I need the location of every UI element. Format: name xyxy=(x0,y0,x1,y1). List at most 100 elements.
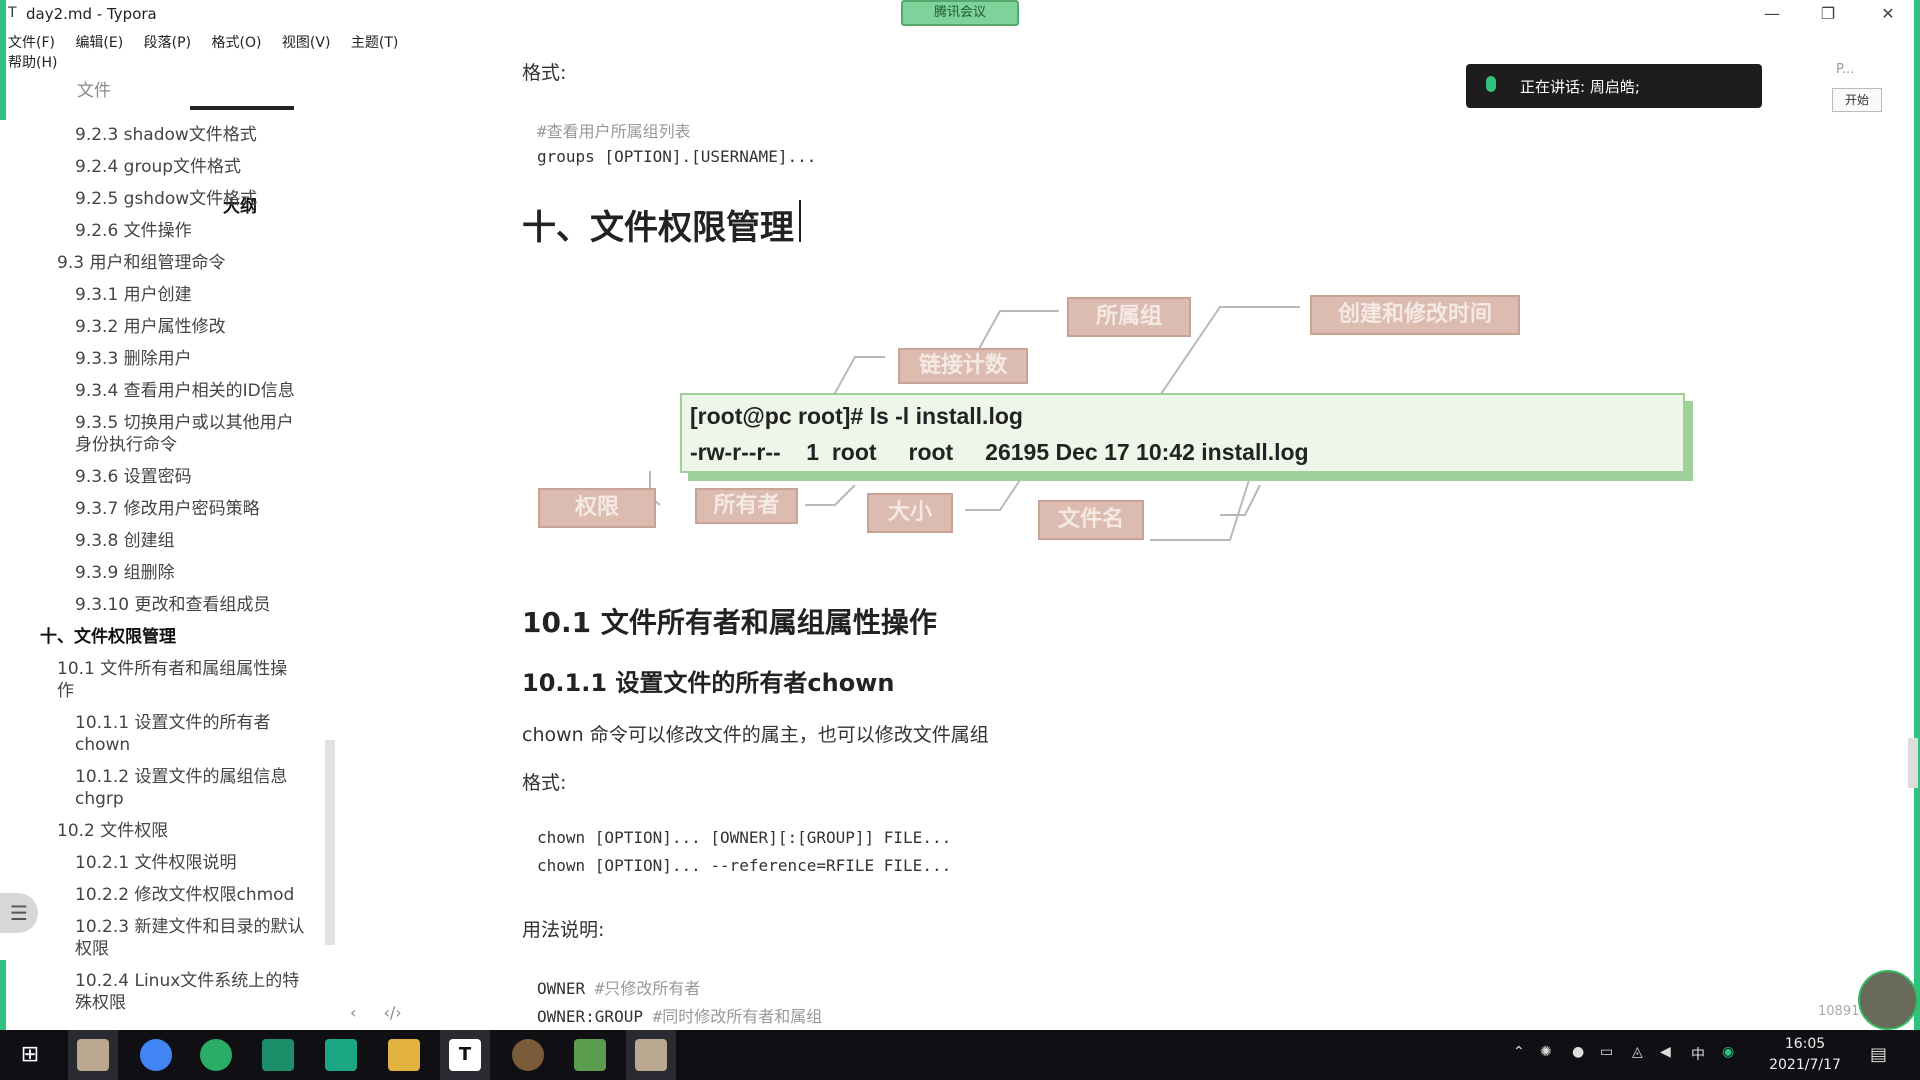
label-size: 大小 xyxy=(867,493,953,533)
paragraph: chown 命令可以修改文件的属主，也可以修改文件属组 xyxy=(522,724,989,746)
outline-item[interactable]: 9.2.3 shadow文件格式 xyxy=(75,125,257,145)
network-icon[interactable]: ◬ xyxy=(1632,1044,1643,1060)
outline-item[interactable]: 10.1.2 设置文件的属组信息 xyxy=(75,767,288,787)
copy-app-icon[interactable] xyxy=(262,1039,294,1071)
minimize-button[interactable]: — xyxy=(1764,4,1780,23)
tray-mic-icon[interactable]: ● xyxy=(1572,1044,1585,1060)
right-edge-tab[interactable] xyxy=(1908,738,1918,788)
outline-item[interactable]: 9.3.5 切换用户或以其他用户 xyxy=(75,413,294,433)
menu-file[interactable]: 文件(F) xyxy=(8,35,55,51)
screen-share-border-right xyxy=(1914,0,1920,1080)
code-comment: #同时修改所有者和属组 xyxy=(652,1007,823,1026)
heading-h1: 十、文件权限管理 xyxy=(522,208,794,248)
wechat-icon[interactable] xyxy=(200,1039,232,1071)
code-line: chown [OPTION]... --reference=RFILE FILE… xyxy=(537,856,952,875)
menu-help[interactable]: 帮助(H) xyxy=(8,55,58,71)
start-button[interactable]: 开始 xyxy=(1832,88,1882,112)
outline-item[interactable]: 10.1.1 设置文件的所有者 xyxy=(75,713,271,733)
image-app-icon[interactable] xyxy=(77,1039,109,1071)
taskbar-clock[interactable]: 16:05 2021/7/17 xyxy=(1760,1034,1850,1076)
code-comment: #只修改所有者 xyxy=(594,979,701,998)
label-filename: 文件名 xyxy=(1038,500,1144,540)
spiral-app-icon[interactable] xyxy=(512,1039,544,1071)
label-link-count: 链接计数 xyxy=(898,348,1028,384)
notification-icon[interactable]: ▤ xyxy=(1870,1044,1888,1065)
source-code-mode-icon[interactable]: ‹/› xyxy=(383,1003,402,1022)
tray-expand-icon[interactable]: ⌃ xyxy=(1513,1044,1525,1060)
label-group: 所属组 xyxy=(1067,297,1191,337)
outline-item-wrap[interactable]: chgrp xyxy=(75,789,124,809)
word-count[interactable]: 10891 xyxy=(1818,1004,1860,1019)
format-label: 格式: xyxy=(522,62,567,84)
sidebar-scrollbar[interactable] xyxy=(325,740,335,945)
outline-item-wrap[interactable]: chown xyxy=(75,735,131,755)
image-app-icon[interactable] xyxy=(635,1039,667,1071)
outline-item[interactable]: 9.3.9 组删除 xyxy=(75,563,175,583)
command-line: [root@pc root]# ls -l install.log xyxy=(690,403,1023,429)
maximize-button[interactable]: ❐ xyxy=(1820,4,1836,23)
file-explorer-icon[interactable] xyxy=(388,1039,420,1071)
outline-item[interactable]: 10.2.1 文件权限说明 xyxy=(75,853,237,873)
collapse-sidebar-icon[interactable]: ‹ xyxy=(350,1003,357,1022)
tab-outline[interactable]: 大纲 xyxy=(223,197,257,217)
clock-time: 16:05 xyxy=(1784,1036,1826,1052)
participant-label: P... xyxy=(1836,62,1855,77)
outline-item[interactable]: 10.1 文件所有者和属组属性操 xyxy=(57,659,288,679)
outline-item[interactable]: 9.3.7 修改用户密码策略 xyxy=(75,499,260,519)
input-language[interactable]: 中 xyxy=(1691,1047,1705,1063)
typora-app-icon: T xyxy=(8,5,17,21)
windows-start-icon[interactable]: ⊞ xyxy=(20,1042,40,1067)
outline-item-wrap[interactable]: 权限 xyxy=(75,939,109,959)
notepad-icon[interactable] xyxy=(574,1039,606,1071)
code-line: chown [OPTION]... [OWNER][:[GROUP]] FILE… xyxy=(537,828,952,847)
outline-item[interactable]: 9.3.8 创建组 xyxy=(75,531,175,551)
label-permission: 权限 xyxy=(538,488,656,528)
outline-item[interactable]: 9.2.5 gshdow文件格式 xyxy=(75,189,258,209)
close-button[interactable]: ✕ xyxy=(1881,4,1895,23)
menu-paragraph[interactable]: 段落(P) xyxy=(143,35,192,51)
outline-item-active[interactable]: 十、文件权限管理 xyxy=(40,627,176,647)
menu-view[interactable]: 视图(V) xyxy=(281,35,331,51)
sidebar-tabs: 文件 大纲 xyxy=(40,72,300,217)
battery-icon[interactable]: ▭ xyxy=(1600,1044,1614,1060)
outline-item[interactable]: 9.2.4 group文件格式 xyxy=(75,157,242,177)
tab-files[interactable]: 文件 xyxy=(77,81,111,101)
outline-item[interactable]: 9.3 用户和组管理命令 xyxy=(57,253,226,273)
code-comment: #查看用户所属组列表 xyxy=(537,122,691,141)
outline-item[interactable]: 10.2.3 新建文件和目录的默认 xyxy=(75,917,305,937)
clock-date: 2021/7/17 xyxy=(1769,1057,1841,1073)
typora-icon[interactable]: T xyxy=(449,1039,481,1071)
outline-item-wrap[interactable]: 身份执行命令 xyxy=(75,435,177,455)
menu-format[interactable]: 格式(O) xyxy=(211,35,262,51)
outline-item[interactable]: 9.3.3 删除用户 xyxy=(75,349,192,369)
avatar[interactable] xyxy=(1858,970,1918,1030)
outline-item[interactable]: 9.2.6 文件操作 xyxy=(75,221,192,241)
outline-item[interactable]: 9.3.4 查看用户相关的ID信息 xyxy=(75,381,295,401)
outline-item[interactable]: 9.3.2 用户属性修改 xyxy=(75,317,226,337)
speaking-indicator: 正在讲话: 周启皓; xyxy=(1466,64,1762,108)
menu-edit[interactable]: 编辑(E) xyxy=(75,35,124,51)
tencent-meeting-badge[interactable]: 腾讯会议 xyxy=(901,0,1019,26)
screen-share-border-left xyxy=(0,0,6,120)
window-title: day2.md - Typora xyxy=(26,5,157,23)
outline-toggle-icon[interactable]: ☰ xyxy=(0,893,38,933)
microphone-icon xyxy=(1486,76,1496,92)
code-line: groups [OPTION].[USERNAME]... xyxy=(537,147,817,166)
tencent-meeting-icon[interactable] xyxy=(325,1039,357,1071)
menu-bar: 文件(F) 编辑(E) 段落(P) 格式(O) 视图(V) 主题(T) 帮助(H… xyxy=(0,32,470,71)
outline-item[interactable]: 9.3.10 更改和查看组成员 xyxy=(75,595,271,615)
volume-icon[interactable]: ◀ xyxy=(1660,1044,1671,1060)
outline-item-wrap[interactable]: 作 xyxy=(57,681,74,701)
outline-item[interactable]: 9.3.6 设置密码 xyxy=(75,467,192,487)
tray-app-icon[interactable]: ✺ xyxy=(1540,1044,1552,1060)
outline-item-wrap[interactable]: 殊权限 xyxy=(75,993,126,1013)
outline-item[interactable]: 10.2.2 修改文件权限chmod xyxy=(75,885,295,905)
code-text: OWNER xyxy=(537,979,595,998)
outline-item[interactable]: 10.2 文件权限 xyxy=(57,821,169,841)
outline-item[interactable]: 9.3.1 用户创建 xyxy=(75,285,192,305)
outline-item[interactable]: 10.2.4 Linux文件系统上的特 xyxy=(75,971,300,991)
tray-security-icon[interactable]: ◉ xyxy=(1722,1044,1735,1060)
chrome-icon[interactable] xyxy=(140,1039,172,1071)
code-line: OWNER #只修改所有者 xyxy=(537,975,700,999)
menu-theme[interactable]: 主题(T) xyxy=(350,35,399,51)
